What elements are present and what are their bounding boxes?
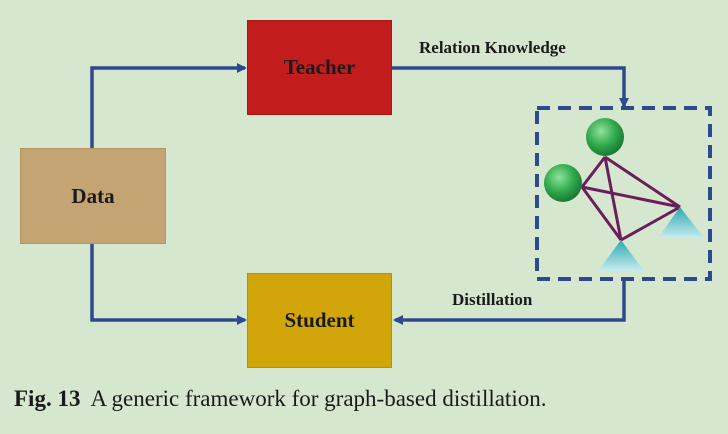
relation-graph-frame xyxy=(535,106,712,281)
graph-triangle-node xyxy=(658,207,704,238)
distillation-label: Distillation xyxy=(452,290,533,309)
arrow-data-to-teacher xyxy=(90,63,247,148)
data-node-label: Data xyxy=(71,183,115,208)
student-node-label: Student xyxy=(284,308,355,332)
relation-knowledge-label: Relation Knowledge xyxy=(419,38,566,57)
teacher-node: Teacher xyxy=(247,20,392,115)
student-node: Student xyxy=(247,273,392,368)
figure-number: Fig. 13 xyxy=(14,386,81,411)
data-node: Data xyxy=(20,148,166,244)
caption-text: A generic framework for graph-based dist… xyxy=(90,386,547,411)
arrow-graph-to-student xyxy=(393,280,626,325)
relation-graph-icon xyxy=(544,118,704,271)
graph-circle-node xyxy=(544,164,582,202)
figure-caption: Fig. 13 A generic framework for graph-bas… xyxy=(14,386,546,412)
arrow-teacher-to-graph xyxy=(392,66,629,108)
arrow-data-to-student xyxy=(90,244,247,325)
teacher-node-label: Teacher xyxy=(283,55,356,79)
graph-circle-node xyxy=(586,118,624,156)
graph-triangle-node xyxy=(598,240,644,271)
